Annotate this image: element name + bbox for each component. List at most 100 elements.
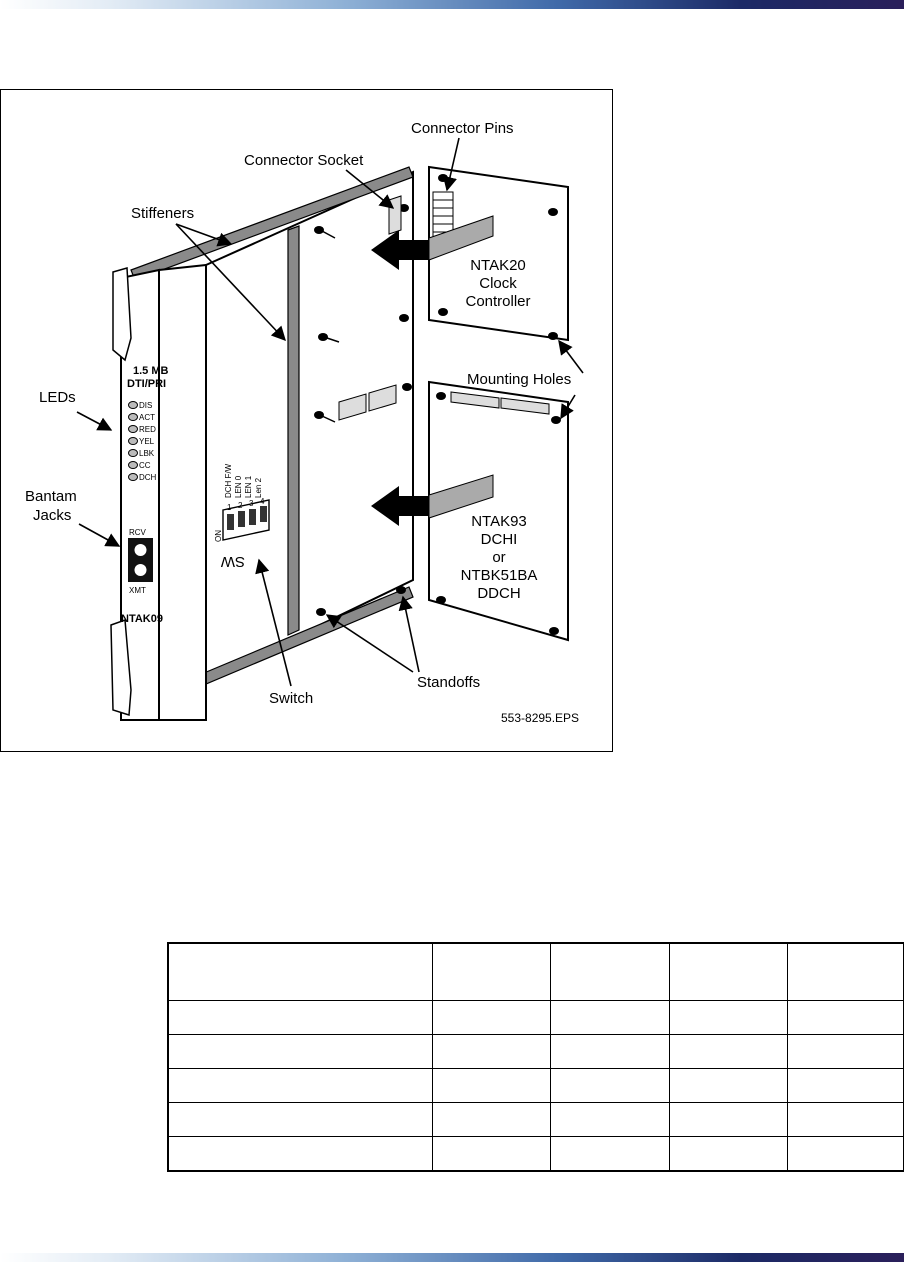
table-cell bbox=[786, 1136, 904, 1172]
led-indicator bbox=[128, 413, 138, 421]
ntak20-title: NTAK20 bbox=[470, 257, 526, 274]
table-header-cell bbox=[431, 942, 551, 1001]
table-cell bbox=[786, 1068, 904, 1103]
label-standoffs: Standoffs bbox=[417, 674, 480, 691]
ntak93-title: NTAK93 bbox=[471, 513, 527, 530]
table-row bbox=[167, 1136, 904, 1172]
switch-toggle bbox=[249, 509, 256, 525]
figure-file-reference: 553-8295.EPS bbox=[501, 711, 579, 725]
board-hole bbox=[314, 226, 324, 234]
board-hole bbox=[316, 608, 326, 616]
dip-switch: DCH F/W LEN 0 LEN 1 Len 2 1 2 3 4 ON SW bbox=[214, 463, 270, 570]
table-cell bbox=[431, 1102, 551, 1137]
mounting-hole bbox=[436, 392, 446, 400]
table-row bbox=[167, 1000, 904, 1035]
ntak93-line5: DDCH bbox=[477, 585, 520, 602]
led-label: LBK bbox=[139, 449, 155, 458]
table-header-cell bbox=[549, 942, 670, 1001]
table-header-cell bbox=[668, 942, 788, 1001]
ntak09-figure: 1.5 MB DTI/PRI DIS ACT RED YEL LBK CC DC… bbox=[0, 89, 613, 752]
led-label: RED bbox=[139, 425, 156, 434]
table-row bbox=[167, 1102, 904, 1137]
table-cell bbox=[431, 1136, 551, 1172]
table-cell bbox=[786, 1034, 904, 1069]
table-cell bbox=[668, 1000, 788, 1035]
switch-position-label: Len 2 bbox=[254, 477, 263, 498]
table-cell bbox=[786, 1102, 904, 1137]
table-cell bbox=[786, 1000, 904, 1035]
bantam-jack-rcv bbox=[134, 544, 147, 556]
table-cell bbox=[668, 1068, 788, 1103]
led-indicator bbox=[128, 425, 138, 433]
switch-body bbox=[222, 499, 270, 541]
standoff-mark bbox=[326, 337, 340, 343]
table-cell bbox=[549, 1102, 670, 1137]
switch-toggle bbox=[238, 511, 245, 527]
table-cell bbox=[549, 1136, 670, 1172]
mounting-hole bbox=[548, 332, 558, 340]
standoff-mark bbox=[321, 230, 336, 239]
led-label: ACT bbox=[139, 413, 155, 422]
switch-position-label: LEN 1 bbox=[244, 475, 253, 498]
bantam-jack-xmt bbox=[134, 564, 147, 576]
insert-arrow bbox=[371, 230, 429, 270]
ntak20-line2: Clock bbox=[479, 275, 517, 292]
footer-gradient-bar bbox=[0, 1253, 904, 1262]
table-header-cell bbox=[167, 942, 433, 1001]
leader-lines bbox=[76, 137, 584, 687]
top-latch bbox=[112, 267, 132, 362]
mounting-hole bbox=[438, 308, 448, 316]
table-cell bbox=[167, 1068, 433, 1103]
board-hole bbox=[399, 314, 409, 322]
connector-pins bbox=[500, 397, 550, 415]
mounting-hole bbox=[548, 208, 558, 216]
led-indicator bbox=[128, 473, 138, 481]
switch-number: 1 bbox=[227, 503, 232, 512]
led-label: DCH bbox=[139, 473, 157, 482]
table-cell bbox=[668, 1102, 788, 1137]
ntak20-line3: Controller bbox=[465, 293, 530, 310]
table-header-row bbox=[167, 942, 904, 1001]
insert-arrow bbox=[371, 486, 429, 526]
mounting-hole bbox=[438, 174, 448, 182]
label-stiffeners: Stiffeners bbox=[131, 205, 194, 222]
faceplate-title-1: 1.5 MB bbox=[133, 365, 169, 377]
table-cell bbox=[167, 1000, 433, 1035]
faceplate-name: NTAK09 bbox=[121, 613, 163, 625]
xmt-label: XMT bbox=[129, 586, 146, 595]
label-connector-pins: Connector Pins bbox=[411, 120, 514, 137]
faceplate-title-2: DTI/PRI bbox=[127, 378, 166, 390]
led-indicator bbox=[128, 461, 138, 469]
label-bantam: Bantam bbox=[25, 488, 77, 505]
table-row bbox=[167, 1068, 904, 1103]
table-cell bbox=[431, 1068, 551, 1103]
board-hole bbox=[396, 586, 406, 594]
connector-socket bbox=[338, 393, 367, 421]
connector-pins bbox=[450, 391, 500, 409]
ntak93-line3: or bbox=[492, 549, 505, 566]
label-connector-socket: Connector Socket bbox=[244, 152, 364, 169]
table-cell bbox=[167, 1136, 433, 1172]
vertical-stiffener bbox=[287, 225, 300, 636]
led-indicator bbox=[128, 437, 138, 445]
bottom-latch bbox=[110, 618, 132, 716]
switch-on-label: ON bbox=[214, 530, 223, 542]
led-label: YEL bbox=[139, 437, 155, 446]
board-hole bbox=[318, 333, 328, 341]
label-mounting-holes: Mounting Holes bbox=[467, 371, 571, 388]
faceplate-side bbox=[158, 263, 207, 721]
table-cell bbox=[431, 1034, 551, 1069]
led-indicator bbox=[128, 401, 138, 409]
table-header-cell bbox=[786, 942, 904, 1001]
led-indicator bbox=[128, 449, 138, 457]
led-group: DIS ACT RED YEL LBK CC DCH bbox=[128, 401, 157, 482]
table-cell bbox=[549, 1068, 670, 1103]
switch-position-label: DCH F/W bbox=[224, 463, 233, 498]
table-cell bbox=[167, 1034, 433, 1069]
switch-number: 4 bbox=[260, 497, 265, 506]
switch-number: 3 bbox=[249, 499, 254, 508]
table-cell bbox=[668, 1136, 788, 1172]
table-cell bbox=[549, 1034, 670, 1069]
table-row bbox=[167, 1034, 904, 1069]
ntak93-line4: NTBK51BA bbox=[461, 567, 538, 584]
